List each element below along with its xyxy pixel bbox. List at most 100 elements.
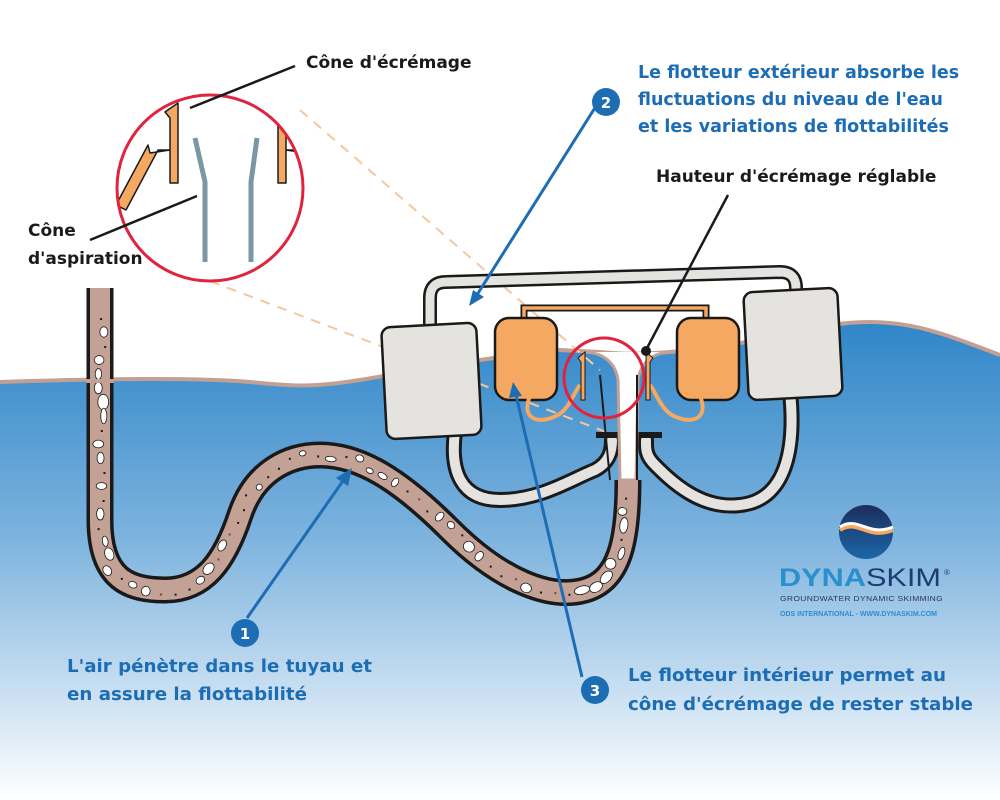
air-bubble [96,451,105,465]
sediment-particle [345,456,348,459]
callout-3: 3 Le flotteur intérieur permet au cône d… [581,666,973,715]
air-bubble [195,575,206,585]
sediment-particle [514,578,517,581]
air-bubble [390,477,400,488]
suction-cone-left [192,137,208,262]
sediment-particle [245,494,248,497]
sediment-particle [102,500,105,502]
sediment-particle [277,467,280,470]
zoom-detail-circle [115,93,305,283]
zoom-detail [115,93,305,283]
air-bubble [617,546,626,561]
sediment-particle [267,476,270,479]
air-bubble [92,439,105,449]
label-adjustable-height: Hauteur d'écrémage réglable [656,167,936,187]
logo-registered-mark: ® [944,568,950,577]
sediment-particle [243,509,246,512]
air-bubble [128,580,138,589]
air-bubble [104,547,115,561]
adjustable-height-dot [641,346,651,356]
outer-float-left [380,321,483,441]
callout-2: 2 Le flotteur extérieur absorbe les fluc… [592,63,959,137]
callout-2-line-1: Le flotteur extérieur absorbe les [638,63,959,83]
sediment-particle [620,538,623,541]
label-skimming-cone: Cône d'écrémage [306,53,471,73]
logo-company: ODS INTERNATIONAL - WWW.DYNASKIM.COM [780,609,937,618]
air-bubble [93,381,103,395]
sediment-particle [103,472,106,474]
air-bubble [94,368,103,380]
callout-badge-2 [592,88,620,116]
sediment-particle [159,593,162,596]
sediment-particle [237,521,240,524]
air-bubble [102,565,113,576]
air-bubble [93,355,105,365]
air-bubble [589,581,603,593]
air-bubble [599,570,613,584]
air-bubble [217,539,227,552]
sediment-particle [100,430,103,432]
air-bubble [355,454,365,463]
sediment-particle [120,577,123,580]
sediment-particle [100,318,103,320]
sediment-particle [188,588,191,591]
callout-2-line-2: fluctuations du niveau de l'eau [638,90,943,110]
suction-cone-right [248,137,260,262]
air-bubble [255,483,263,491]
callout-3-line-1: Le flotteur intérieur permet au [628,666,946,686]
air-bubble [97,393,110,411]
skimming-cone-left [117,102,179,211]
air-bubble [298,450,307,457]
air-bubble [95,482,108,490]
air-bubble [96,507,105,521]
sediment-particle [625,497,628,500]
callout-2-line-3: et les variations de flottabilités [638,117,949,137]
callout-number-1: 1 [240,625,250,643]
air-bubble [99,326,109,338]
callout-1-line-2: en assure la flottabilité [67,685,307,705]
leader-skimming-cone [189,64,296,110]
inner-float-right [675,316,741,402]
air-bubble [617,507,628,516]
sediment-particle [489,565,492,568]
leader-suction-cone [89,194,198,242]
air-bubbles [92,318,629,597]
air-bubble [377,472,388,480]
air-bubble [202,562,215,575]
sediment-particle [317,455,320,458]
sediment-particle [539,591,542,594]
sediment-particle [97,528,100,531]
label-suction-cone-line1: Cône [28,221,76,241]
sediment-particle [426,510,429,513]
air-bubble [446,521,456,530]
air-bubble [520,582,532,594]
callout-1: 1 L'air pénètre dans le tuyau et en assu… [67,619,372,705]
air-bubble [140,585,151,597]
sediment-particle [461,534,464,537]
callout-number-2: 2 [601,94,611,112]
sediment-particle [568,593,571,596]
outer-float-right [742,286,844,402]
sediment-particle [217,558,220,561]
air-bubble [324,455,337,463]
skimming-cone-right [277,102,303,211]
sediment-particle [174,593,177,596]
air-bubble [474,551,484,562]
air-bubble [462,540,475,553]
sediment-particle [554,592,557,595]
skimmer-highlight-circle [562,336,646,420]
sediment-particle [418,498,421,501]
logo-tagline: GROUNDWATER DYNAMIC SKIMMING [780,594,943,603]
sediment-particle [500,575,503,578]
air-bubble [619,517,629,534]
label-suction-cone-line2: d'aspiration [28,249,143,269]
sediment-particle [406,490,409,493]
air-bubble [100,407,108,425]
sediment-particle [228,533,231,536]
callout-number-3: 3 [590,682,600,700]
outer-float-frame [423,265,803,330]
air-bubble [365,467,374,474]
